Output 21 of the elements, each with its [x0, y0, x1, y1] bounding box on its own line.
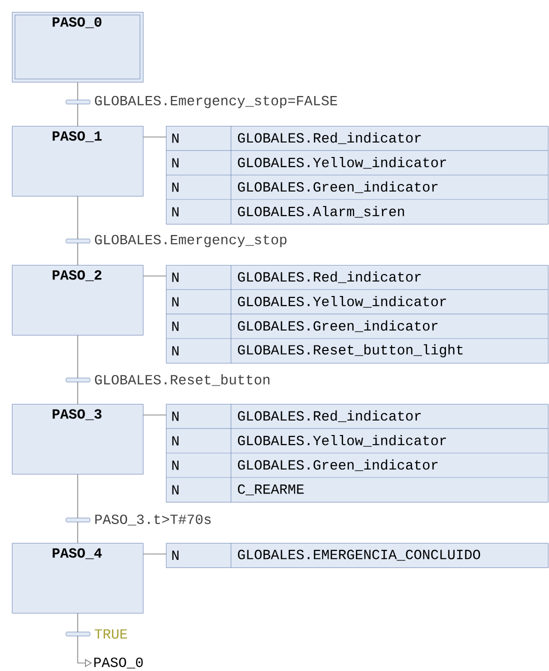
- initial-step-box: PASO_0: [12, 12, 144, 82]
- step-box: PASO_4: [12, 543, 144, 614]
- action-table: N GLOBALES.EMERGENCIA_CONCLUIDO: [166, 542, 548, 568]
- transition-condition: PASO_3.t>T#70s: [93, 514, 213, 526]
- transition-condition: TRUE: [93, 628, 129, 640]
- jump-label: PASO_0: [94, 658, 143, 668]
- transition-condition: GLOBALES.Emergency_stop=FALSE: [93, 94, 339, 110]
- action-table: N GLOBALES.Red_indicator N GLOBALES.Yellow_indicator N GLOBALES.Green_indicator N C_REARME: [166, 404, 548, 502]
- step-box: PASO_1: [12, 126, 144, 196]
- connector-line: [143, 414, 166, 416]
- action-table: N GLOBALES.Red_indicator N GLOBALES.Yellow_indicator N GLOBALES.Green_indicator N GLOBALES.Alarm_siren: [166, 126, 548, 224]
- action-table: N GLOBALES.Red_indicator N GLOBALES.Yellow_indicator N GLOBALES.Green_indicator N GLOBALES.Reset_button_light: [166, 264, 548, 364]
- step-box: PASO_3: [12, 404, 144, 474]
- transition-condition: GLOBALES.Reset_button: [93, 373, 272, 387]
- connector-line: [143, 136, 166, 138]
- transition-line: [66, 474, 90, 544]
- transition-line: [66, 82, 90, 126]
- transition-line: [66, 196, 90, 266]
- step-box: PASO_2: [12, 265, 144, 336]
- transition-condition: GLOBALES.Emergency_stop: [93, 234, 288, 248]
- transition-line: [66, 335, 90, 404]
